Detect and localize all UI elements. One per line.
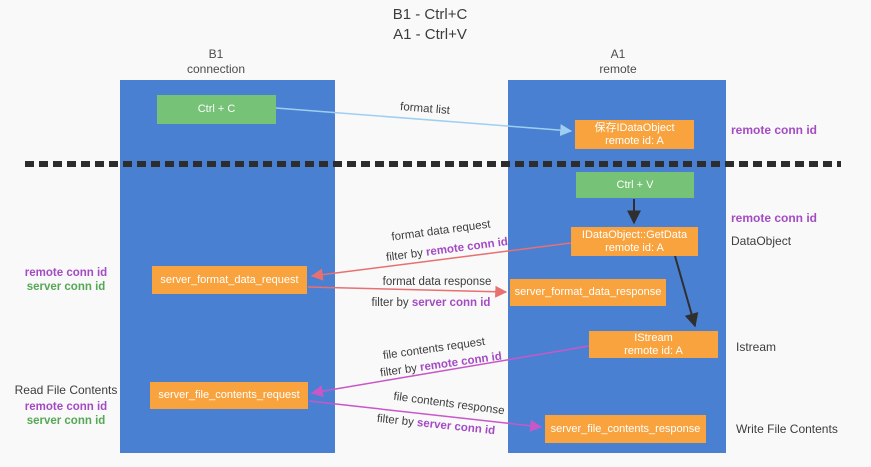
format-data-response-label: format data response	[382, 276, 492, 288]
getdata-line1: IDataObject::GetData	[581, 228, 688, 241]
bottom-server-conn-id-label: server conn id	[26, 415, 106, 427]
bottom-remote-conn-id-label: remote conn id	[24, 401, 108, 413]
ctrl-v-node: Ctrl + V	[576, 172, 694, 198]
server-format-data-request-label: server_format_data_request	[160, 273, 299, 286]
column-b1-name: B1	[208, 47, 224, 61]
server-file-contents-response-node: server_file_contents_response	[545, 415, 706, 443]
left-server-conn-id-label: server conn id	[26, 281, 106, 293]
filter-by-text-2: filter by	[371, 297, 412, 309]
save-idataobject-line2: remote id: A	[605, 134, 664, 147]
ctrl-c-node: Ctrl + C	[157, 95, 276, 124]
server-file-contents-response-label: server_file_contents_response	[550, 422, 701, 435]
save-idataobject-line1: 保存IDataObject	[594, 121, 675, 134]
istream-line1: IStream	[634, 331, 673, 344]
server-format-data-request-node: server_format_data_request	[152, 266, 307, 294]
read-file-contents-block: Read File Contents remote conn id server…	[8, 383, 124, 428]
istream-node: IStream remote id: A	[589, 331, 718, 358]
format-list-arrow	[275, 107, 573, 137]
write-file-contents-label: Write File Contents	[736, 422, 838, 436]
server-file-contents-request-node: server_file_contents_request	[150, 382, 308, 409]
idataobject-getdata-node: IDataObject::GetData remote id: A	[571, 227, 698, 256]
server-file-contents-request-label: server_file_contents_request	[158, 389, 300, 401]
left-conn-id-block: remote conn id server conn id	[8, 266, 124, 294]
session-separator-dashed-line	[25, 161, 841, 167]
getdata-line2: remote id: A	[605, 241, 664, 254]
diagram-title: B1 - Ctrl+C A1 - Ctrl+V	[330, 5, 530, 44]
remote-conn-id-label-top: remote conn id	[731, 123, 818, 137]
left-remote-conn-id-label: remote conn id	[24, 267, 108, 279]
title-line-1: B1 - Ctrl+C	[392, 6, 468, 23]
title-line-2: A1 - Ctrl+V	[393, 25, 467, 43]
istream-side-label: Istream	[736, 340, 777, 354]
column-header-b1: B1 connection	[146, 47, 286, 77]
column-header-a1: A1 remote	[548, 47, 688, 77]
getdata-to-istream-arrow	[674, 255, 699, 328]
format-data-response-arrow	[307, 285, 508, 298]
ctrl-c-label: Ctrl + C	[197, 103, 236, 115]
server-format-data-response-node: server_format_data_response	[510, 279, 666, 306]
file-contents-request-arrow	[310, 345, 590, 398]
dataobject-label: DataObject	[731, 234, 792, 248]
column-a1-name: A1	[610, 47, 626, 61]
read-file-contents-label: Read File Contents	[14, 383, 118, 397]
server-format-data-response-label: server_format_data_response	[514, 286, 662, 298]
column-b1-subtitle: connection	[186, 62, 246, 76]
remote-conn-id-label-mid: remote conn id	[731, 211, 818, 225]
format-data-request-arrow	[310, 242, 572, 281]
save-idataobject-node: 保存IDataObject remote id: A	[575, 120, 694, 149]
file-contents-response-arrow	[308, 400, 543, 432]
filter-server-conn-id-1: server conn id	[411, 297, 491, 309]
format-data-response-filter-label: filter by server conn id	[372, 297, 491, 309]
column-a1-subtitle: remote	[599, 62, 637, 76]
ctrl-v-label: Ctrl + V	[616, 178, 654, 191]
istream-line2: remote id: A	[624, 344, 683, 357]
